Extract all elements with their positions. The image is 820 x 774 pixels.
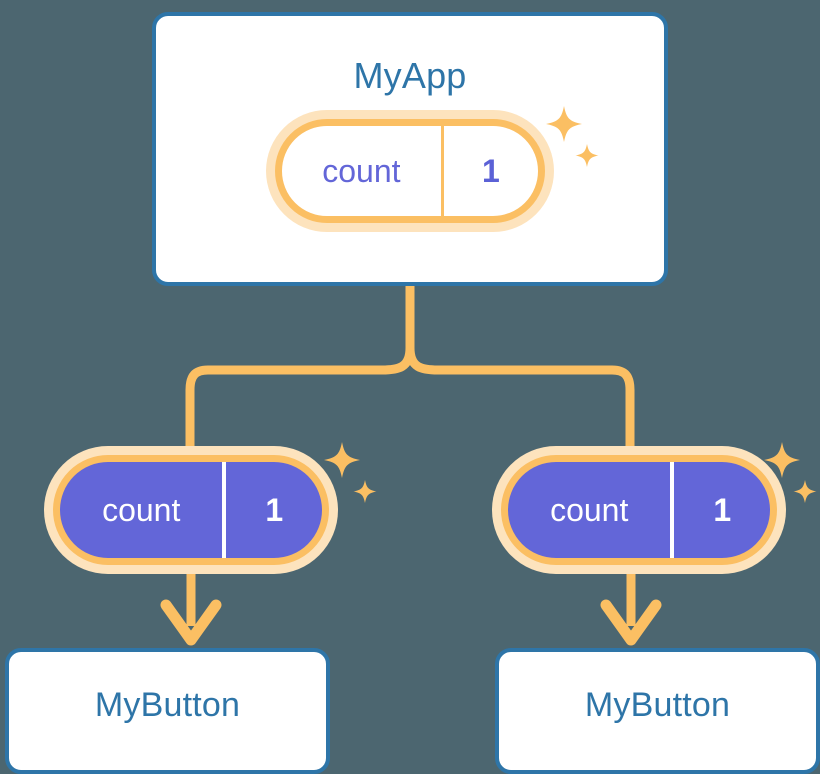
state-pill-consumer-1[interactable]: count 1	[44, 446, 338, 574]
component-title: MyButton	[584, 686, 731, 724]
component-box-mybutton-2[interactable]: MyButton	[495, 648, 820, 774]
state-pill-consumer-2[interactable]: count 1	[492, 446, 786, 574]
tree-connector-branch-right	[405, 343, 635, 457]
state-value-label: 1	[670, 462, 770, 558]
component-title: MyButton	[94, 686, 241, 724]
state-pill-inner: count 1	[275, 119, 545, 223]
state-pill-inner: count 1	[501, 455, 777, 565]
state-key-label: count	[550, 491, 629, 528]
page-title: MyApp	[353, 55, 467, 96]
state-key-label: count	[322, 152, 401, 189]
arrow-down-icon-left	[160, 572, 222, 646]
state-value-label: 1	[440, 126, 538, 216]
state-key-label: count	[102, 491, 181, 528]
state-pill-myapp[interactable]: count 1	[266, 110, 554, 232]
component-box-mybutton-1[interactable]: MyButton	[5, 648, 330, 774]
state-pill-inner: count 1	[53, 455, 329, 565]
tree-connector-branch-left	[185, 343, 415, 457]
arrow-down-icon-right	[600, 572, 662, 646]
state-value-label: 1	[222, 462, 322, 558]
